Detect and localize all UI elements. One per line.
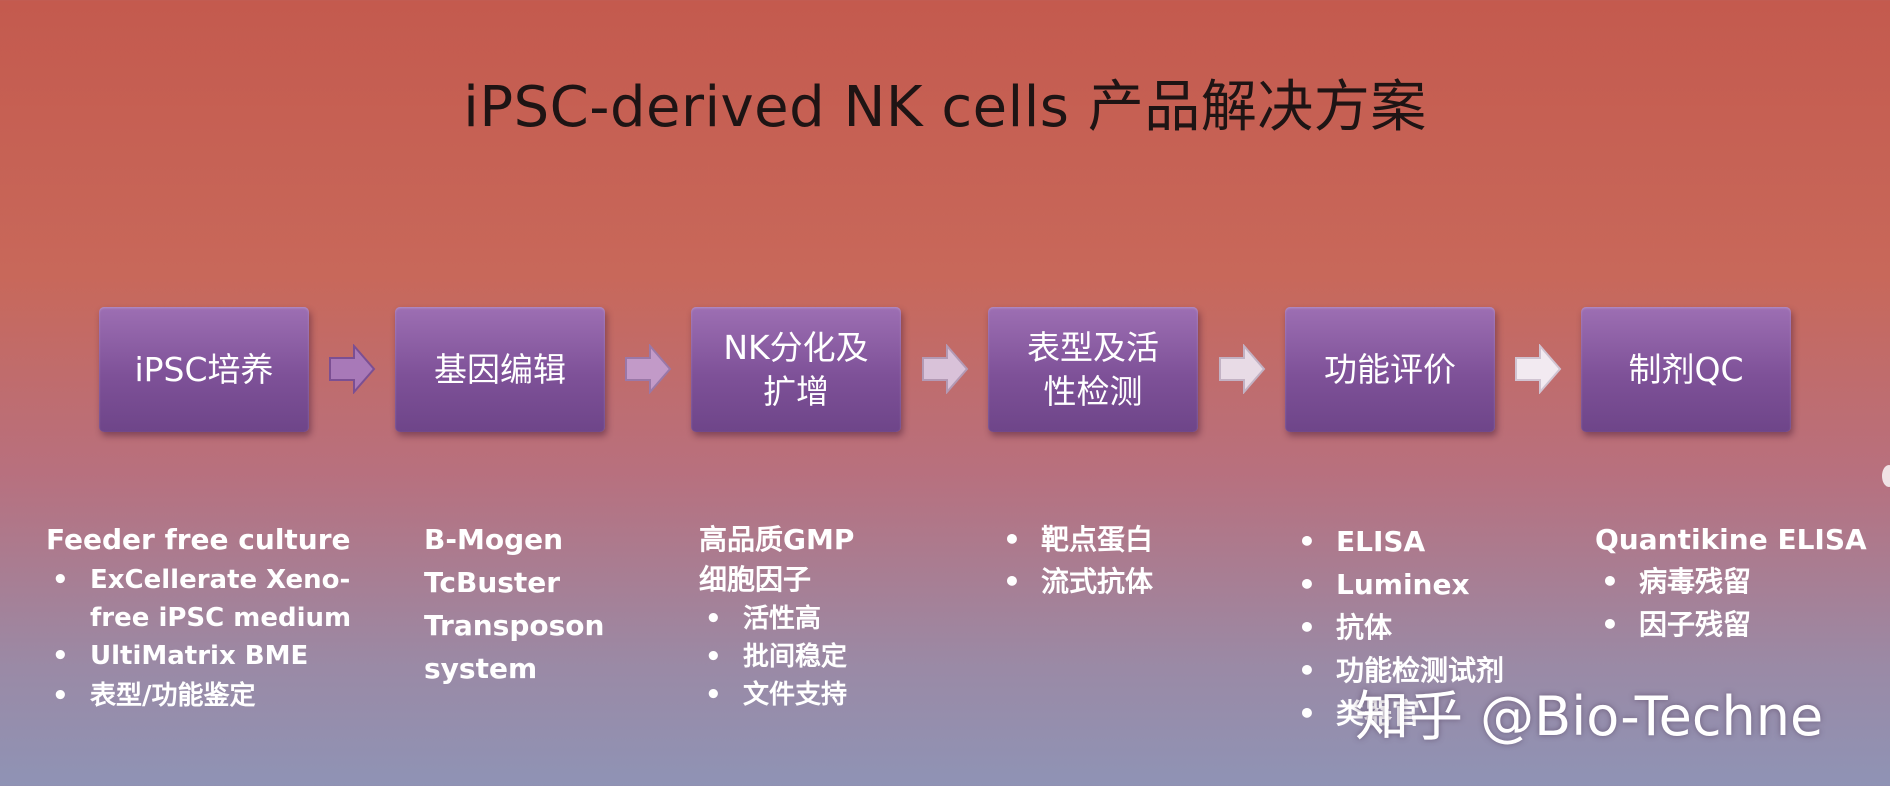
list-line: 细胞因子 [699,563,812,596]
bullet-icon: • [1601,565,1619,598]
list-line: Transposon [424,609,605,642]
bullet-icon: • [1298,611,1316,644]
bullet-icon: • [52,681,69,711]
step-label: 基因编辑 [434,349,566,389]
column-ipsc-culture: Feeder free culture • ExCellerate Xeno- … [46,520,351,716]
column-formulation-qc: Quantikine ELISA • 病毒残留 • 因子残留 [1595,520,1867,646]
list-item: • 类器官 [1292,692,1504,735]
column-heading: Feeder free culture [46,523,351,556]
list-item: • UltiMatrix BME [46,636,351,676]
list-item: • 病毒残留 [1595,560,1867,603]
column-phenotype-detection: • 靶点蛋白 • 流式抗体 [997,520,1153,602]
step-label: 制剂QC [1628,349,1744,389]
step-label: NK分化及 扩增 [723,327,869,411]
step-label: 表型及活 性检测 [1027,327,1159,411]
bullet-icon: • [1298,697,1316,730]
list-item: • ELISA [1292,520,1504,563]
bullet-icon: • [52,641,69,671]
step-label: iPSC培养 [134,349,274,389]
list-item: • 活性高 [699,600,854,638]
list-item-text: UltiMatrix BME [90,641,309,671]
list-item-text: Luminex [1336,568,1470,601]
step-ipsc-culture: iPSC培养 [99,307,309,432]
list-item-text: 靶点蛋白 [1041,523,1154,556]
column-heading: Quantikine ELISA [1595,523,1867,556]
arrow-right-icon [922,344,969,394]
step-nk-differentiation: NK分化及 扩增 [691,307,901,432]
list-item: • 批间稳定 [699,638,854,676]
list-line: B-Mogen [424,523,564,556]
step-label: 功能评价 [1324,349,1456,389]
bullet-icon: • [1298,525,1316,558]
bullet-icon: • [705,642,722,672]
list-item-text: 活性高 [743,604,822,634]
list-item-text: 文件支持 [743,680,848,710]
arrow-right-icon [329,344,376,394]
list-item-text: 表型/功能鉴定 [90,681,256,711]
slide-title: iPSC-derived NK cells 产品解决方案 [463,75,1427,140]
list-item-text: ELISA [1336,525,1426,558]
list-item: • 功能检测试剂 [1292,649,1504,692]
list-line: TcBuster [424,566,561,599]
list-item: • ExCellerate Xeno- [46,560,351,600]
step-gene-editing: 基因编辑 [395,307,605,432]
column-nk-differentiation: 高品质GMP 细胞因子 • 活性高 • 批间稳定 • 文件支持 [699,520,854,714]
bullet-icon: • [1601,608,1619,641]
step-phenotype-detection: 表型及活 性检测 [988,307,1198,432]
list-item: • 文件支持 [699,676,854,714]
edge-marker [1882,465,1890,487]
list-line: 高品质GMP [699,523,855,556]
list-item: • 抗体 [1292,606,1504,649]
watermark: 知乎 @Bio-Techne [1355,685,1824,748]
list-item-text: ExCellerate Xeno- [90,565,351,595]
arrow-right-icon [1219,344,1266,394]
arrow-right-icon [625,344,672,394]
step-functional-evaluation: 功能评价 [1285,307,1495,432]
list-item: • 流式抗体 [997,562,1153,602]
list-item-text: 流式抗体 [1041,565,1154,598]
list-item-text: 因子残留 [1639,608,1752,641]
bullet-icon: • [1003,565,1021,598]
list-item: • Luminex [1292,563,1504,606]
list-line: system [424,652,538,685]
bullet-icon: • [1298,568,1316,601]
list-item-text: 批间稳定 [743,642,848,672]
list-item: • 靶点蛋白 [997,520,1153,560]
bullet-icon: • [705,604,722,634]
step-formulation-qc: 制剂QC [1581,307,1791,432]
list-item: • 表型/功能鉴定 [46,676,351,716]
bullet-icon: • [1003,523,1021,556]
list-item-continuation: free iPSC medium [90,603,352,633]
list-item-text: 病毒残留 [1639,565,1752,598]
arrow-right-icon [1515,344,1562,394]
list-item: • 因子残留 [1595,603,1867,646]
column-functional-evaluation: • ELISA • Luminex • 抗体 • 功能检测试剂 • 类器官 [1292,520,1504,735]
column-gene-editing: B-Mogen TcBuster Transposon system [424,520,604,689]
list-item-text: 类器官 [1336,697,1421,730]
bullet-icon: • [52,565,69,595]
list-item-text: 抗体 [1336,611,1393,644]
bullet-icon: • [705,680,722,710]
bullet-icon: • [1298,654,1316,687]
list-item-text: 功能检测试剂 [1336,654,1505,687]
